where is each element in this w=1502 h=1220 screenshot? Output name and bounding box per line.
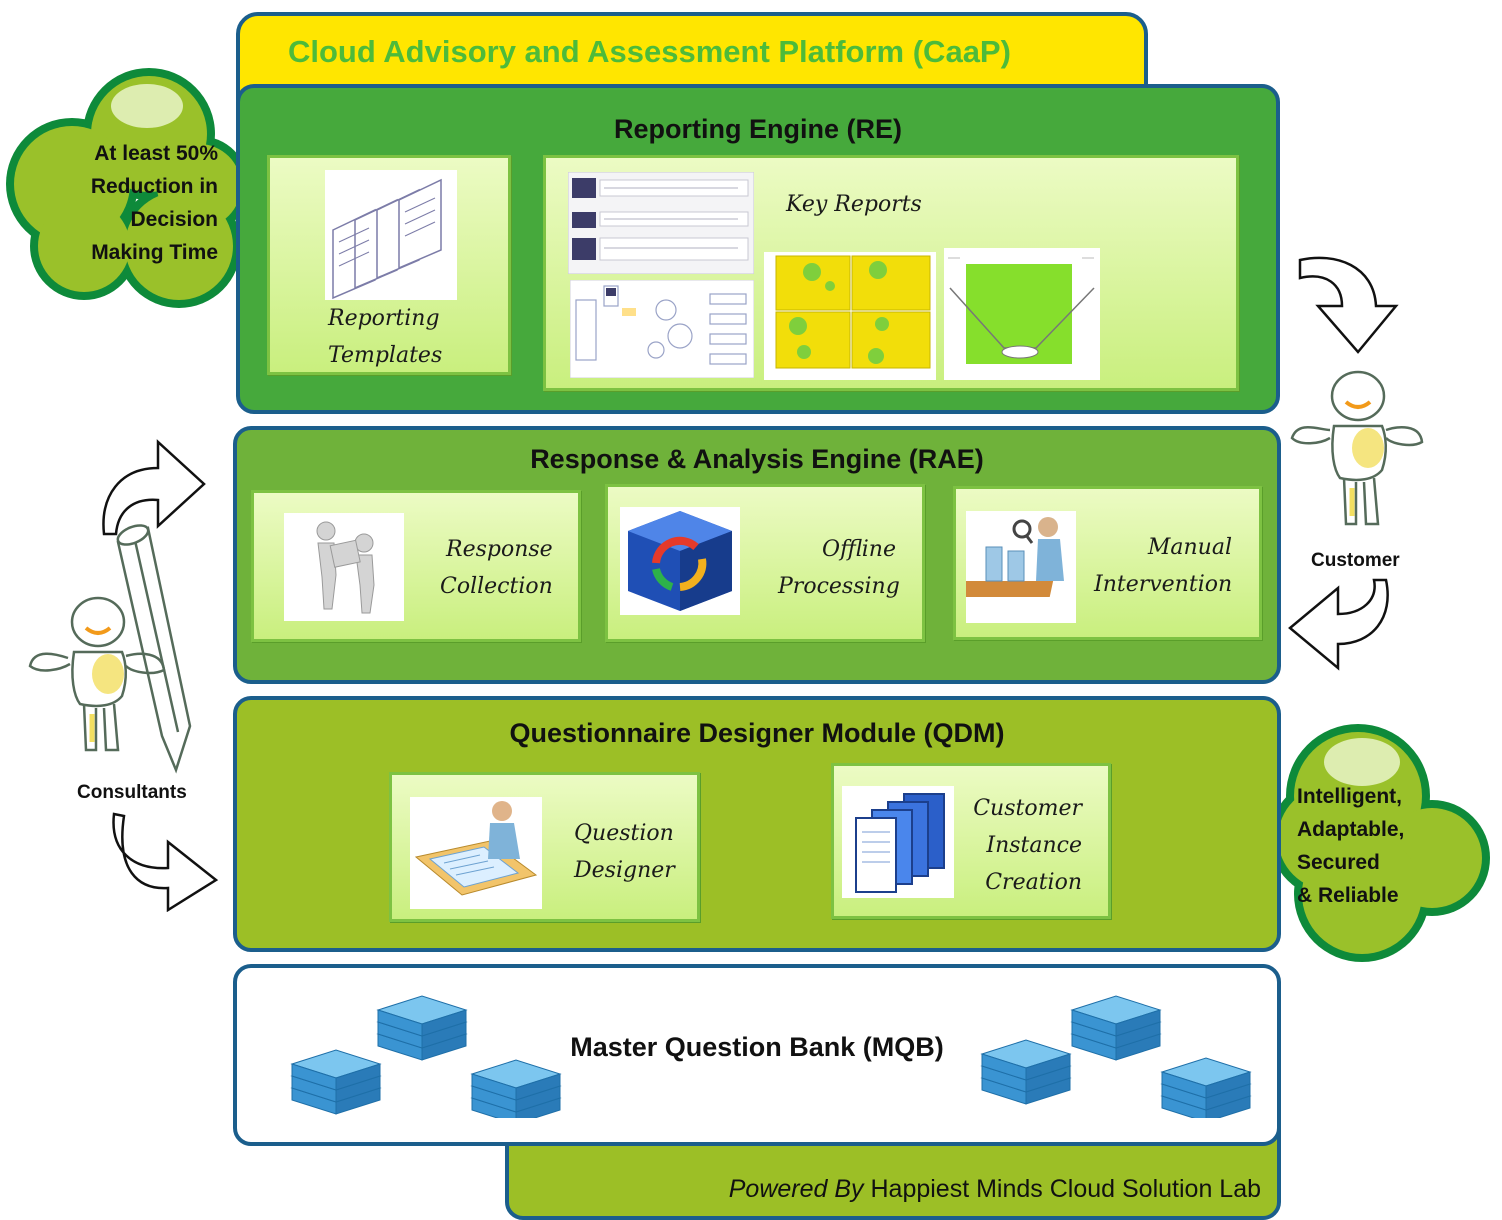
master-question-bank-title: Master Question Bank (MQB) xyxy=(570,1032,944,1062)
reporting-templates-line: Reporting xyxy=(328,306,440,331)
manual-intervention-line: Manual xyxy=(1147,535,1232,560)
footer-prefix: Powered By xyxy=(728,1175,864,1203)
stick-figure-icon xyxy=(28,596,166,752)
cloud-left-line: At least 50% xyxy=(94,142,218,165)
reporting-templates-label: Reporting Templates xyxy=(328,300,442,374)
cloud-left-line: Reduction in xyxy=(90,175,218,198)
question-designer-line: Designer xyxy=(574,858,675,883)
response-collection-label: Response Collection xyxy=(440,531,553,605)
cube-cycle-icon xyxy=(620,507,740,615)
manual-intervention-line: Intervention xyxy=(1094,572,1233,597)
folder-pages-icon xyxy=(842,786,954,898)
curved-arrow-icon xyxy=(1298,256,1399,354)
customer-instance-creation-line: Customer xyxy=(973,796,1082,821)
report-form-thumbnail xyxy=(568,172,754,274)
customer-instance-creation-label: Customer Instance Creation xyxy=(966,790,1082,901)
report-flow-thumbnail xyxy=(570,280,754,378)
curved-arrow-icon xyxy=(1288,578,1389,671)
question-designer-line: Question xyxy=(574,821,674,846)
offline-processing-line: Offline xyxy=(822,537,896,562)
report-curve-thumbnail xyxy=(944,248,1100,380)
manual-intervention-card: Manual Intervention xyxy=(953,486,1262,640)
cloud-right-line: Adaptable, xyxy=(1297,818,1405,841)
cloud-right-line: Secured xyxy=(1297,851,1380,874)
question-designer-card: Question Designer xyxy=(389,772,700,922)
report-quadrant-thumbnail xyxy=(764,252,936,380)
document-stack-icon xyxy=(325,170,457,300)
reporting-templates-line: Templates xyxy=(328,343,443,368)
key-reports-label: Key Reports xyxy=(786,192,922,217)
response-collection-card: Response Collection xyxy=(251,490,581,642)
desk-worker-icon xyxy=(966,511,1076,623)
book-stack-icon xyxy=(981,995,1251,1118)
consultants-label: Consultants xyxy=(77,782,187,803)
response-analysis-engine-title: Response & Analysis Engine (RAE) xyxy=(530,444,984,474)
pencil-icon xyxy=(116,524,192,774)
platform-title: Cloud Advisory and Assessment Platform (… xyxy=(288,34,1011,69)
cloud-left-text: At least 50% Reduction in Decision Makin… xyxy=(62,137,218,269)
cloud-left-icon xyxy=(6,68,249,308)
curved-arrow-icon xyxy=(102,439,206,536)
cloud-right-line: & Reliable xyxy=(1297,884,1399,907)
curved-arrow-icon xyxy=(112,812,219,912)
customer-instance-creation-line: Instance xyxy=(986,833,1082,858)
questionnaire-designer-title: Questionnaire Designer Module (QDM) xyxy=(509,718,1005,748)
question-designer-label: Question Designer xyxy=(574,815,675,889)
stick-figure-icon xyxy=(1290,370,1424,526)
response-collection-line: Response xyxy=(446,537,553,562)
cloud-right-icon xyxy=(1270,724,1490,962)
book-stack-icon xyxy=(291,995,561,1118)
cloud-right-text: Intelligent, Adaptable, Secured & Reliab… xyxy=(1297,780,1477,912)
reporting-templates-card: Reporting Templates xyxy=(267,155,511,375)
cloud-left-line: Decision xyxy=(130,208,218,231)
offline-processing-label: Offline Processing xyxy=(778,531,900,605)
question-designer-icon xyxy=(410,797,542,909)
cloud-right-line: Intelligent, xyxy=(1297,785,1402,808)
manual-intervention-label: Manual Intervention xyxy=(1094,529,1232,603)
customer-instance-creation-card: Customer Instance Creation xyxy=(831,763,1111,919)
customer-instance-creation-line: Creation xyxy=(985,870,1082,895)
key-reports-card: Key Reports xyxy=(543,155,1239,391)
offline-processing-card: Offline Processing xyxy=(605,484,925,642)
people-icon xyxy=(284,513,404,621)
offline-processing-line: Processing xyxy=(778,574,900,599)
reporting-engine-title: Reporting Engine (RE) xyxy=(614,114,902,144)
response-collection-line: Collection xyxy=(440,574,553,599)
cloud-left-line: Making Time xyxy=(91,241,218,264)
customer-label: Customer xyxy=(1311,550,1400,571)
footer-text: Happiest Minds Cloud Solution Lab xyxy=(870,1175,1261,1203)
